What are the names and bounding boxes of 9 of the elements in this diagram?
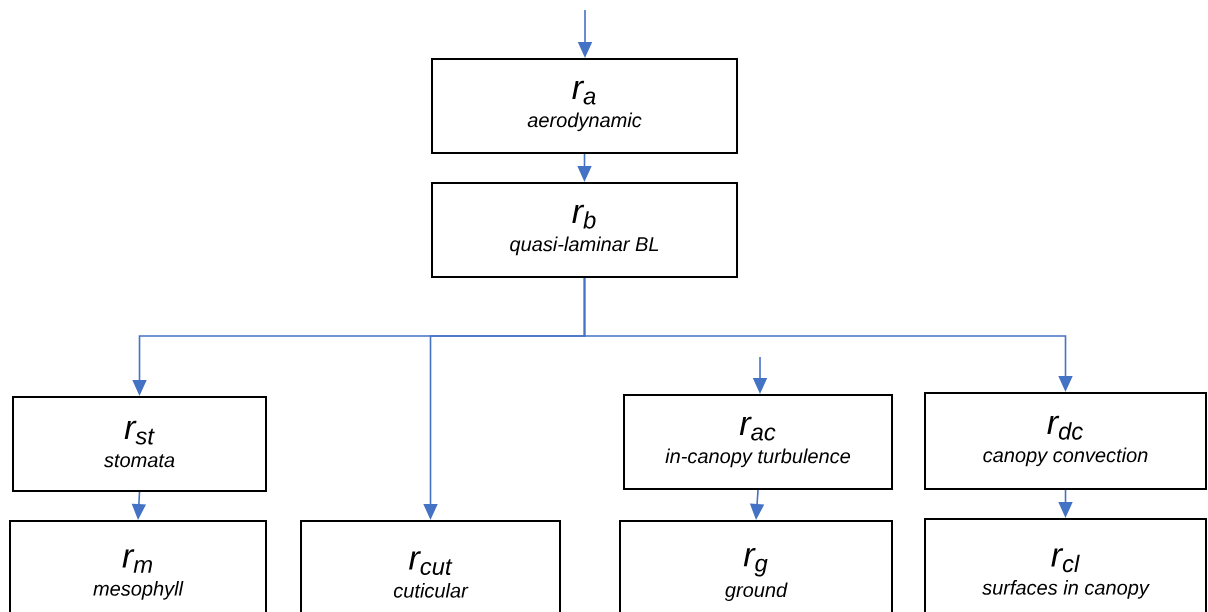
resistance-box: r$_{ac}$ in-canopy turbulence	[623, 394, 893, 490]
resistance-box: r$_{m}$ mesophyll	[9, 520, 267, 612]
resistance-box: r$_{a}$ aerodynamic	[431, 58, 738, 154]
resistance-box: r$_{b}$ quasi-laminar BL	[431, 182, 738, 278]
resistance-box: r$_{cut}$ cuticular	[300, 520, 561, 612]
resistance-box: r$_{g}$ ground	[619, 520, 893, 612]
resistance-box: r$_{dc}$ canopy convection	[924, 392, 1207, 490]
resistance-box: r$_{st}$ stomata	[12, 396, 267, 492]
resistance-box: r$_{cl}$ surfaces in canopy	[924, 518, 1207, 612]
